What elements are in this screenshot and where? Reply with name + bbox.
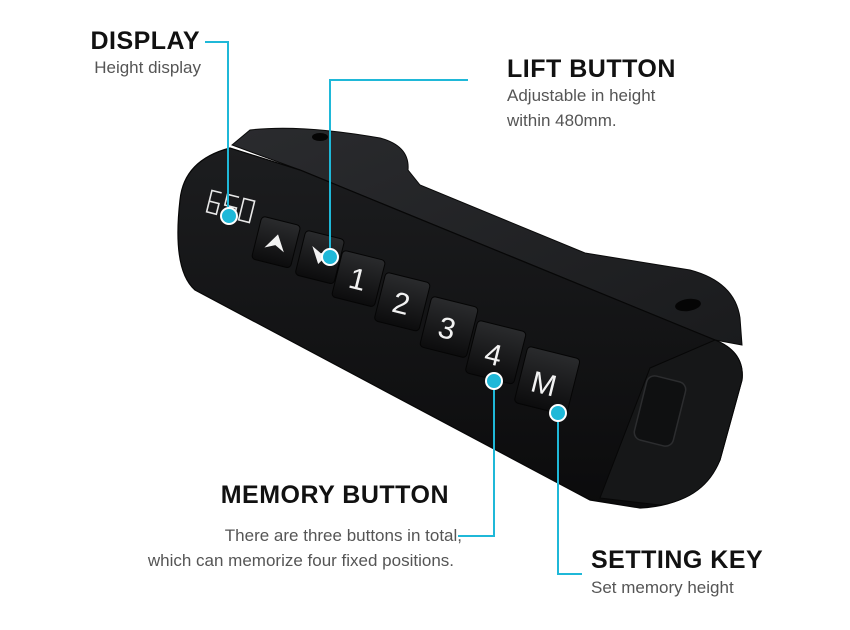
- mounting-plate: [231, 127, 743, 346]
- display-title: DISPLAY: [90, 27, 200, 55]
- lift-dot: [321, 248, 339, 266]
- key-m[interactable]: M: [514, 346, 581, 415]
- key-1[interactable]: 1: [331, 250, 386, 307]
- lift-title: LIFT BUTTON: [507, 55, 676, 83]
- arrow-up-icon: [264, 234, 284, 253]
- screw-hole: [675, 298, 701, 312]
- key-up[interactable]: [251, 216, 301, 269]
- usb-port: [633, 375, 687, 447]
- key-2[interactable]: 2: [374, 272, 431, 332]
- screw-hole: [312, 133, 328, 141]
- key-3[interactable]: 3: [419, 296, 479, 358]
- memory-title: MEMORY BUTTON: [220, 481, 449, 509]
- setting-leader: [557, 413, 582, 575]
- display-leader: [205, 41, 229, 215]
- memory-dot: [485, 372, 503, 390]
- setting-title: SETTING KEY: [591, 546, 764, 574]
- memory-desc-line1: There are three buttons in total,: [224, 526, 462, 545]
- lift-desc-line1: Adjustable in height: [507, 86, 656, 105]
- leader-lines: [205, 41, 582, 575]
- display-dot: [220, 207, 238, 225]
- lift-desc-line2: within 480mm.: [507, 111, 617, 130]
- setting-desc: Set memory height: [591, 578, 734, 597]
- lift-leader: [329, 79, 468, 255]
- key-4[interactable]: 4: [465, 320, 527, 385]
- memory-leader: [458, 380, 495, 537]
- memory-desc-line2: which can memorize four fixed positions.: [147, 551, 454, 570]
- setting-dot: [549, 404, 567, 422]
- display-desc: Height display: [94, 58, 201, 77]
- leader-dots: [220, 207, 567, 422]
